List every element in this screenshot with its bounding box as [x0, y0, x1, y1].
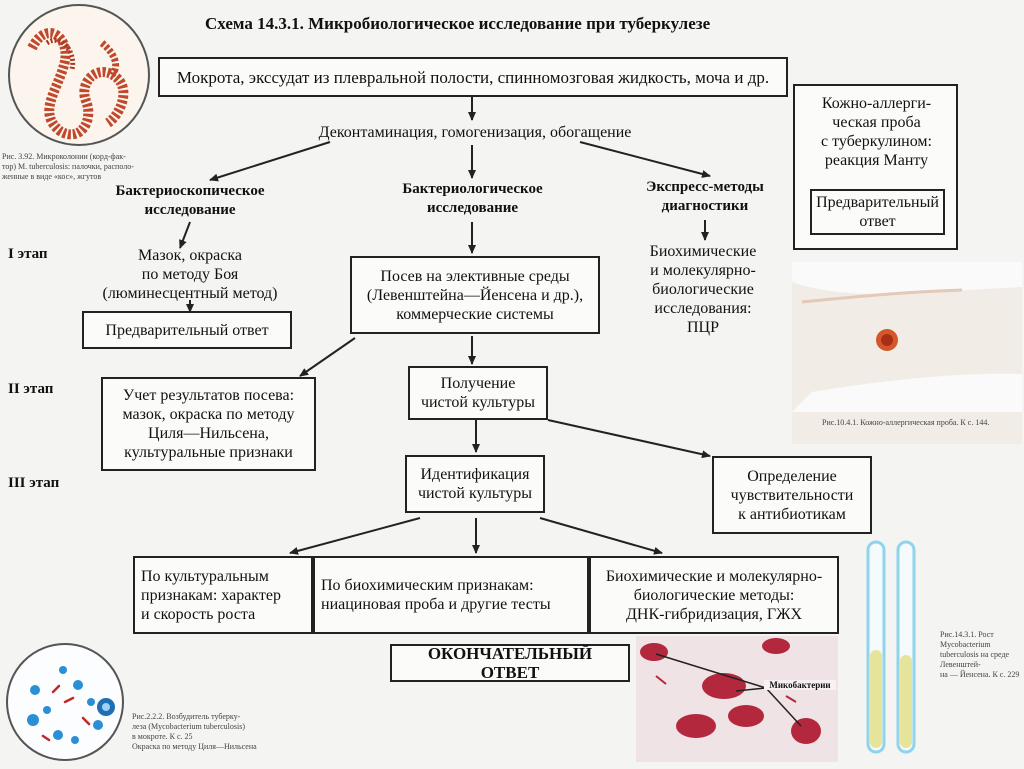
arrow-to-express: [579, 141, 711, 178]
stage-1-label: I этап: [8, 246, 48, 262]
cord-factor-caption: Рис. 3.92. Микроколонии (корд-фак- тор) …: [2, 152, 134, 181]
processing-label: Деконтаминация, гомогенизация, обогащени…: [318, 124, 632, 141]
skin-allergy-caption: Рис.10.4.1. Кожно-аллергическая проба. К…: [822, 418, 990, 427]
biochemical-method-box: По биохимическим признакам: ниациновая п…: [313, 556, 589, 634]
culture-results-box: Учет результатов посева: мазок, окраска …: [101, 377, 316, 471]
arrow-media-to-results: [299, 337, 356, 377]
cultural-method-box: По культуральным признакам: характер и с…: [133, 556, 313, 634]
arrow-microscopy-to-method: [179, 221, 191, 249]
microscopy-branch-title: Бактериоскопическое исследование: [115, 183, 265, 218]
sensitivity-box: Определение чувствительности к антибиоти…: [712, 456, 872, 534]
express-branch-title: Экспресс-методы диагностики: [646, 179, 764, 214]
skin-test-answer-box: Предварительный ответ: [810, 189, 945, 235]
culture-media-box: Посев на элективные среды (Левенштейна—Й…: [350, 256, 600, 334]
final-answer-box: ОКОНЧАТЕЛЬНЫЙ ОТВЕТ: [390, 644, 630, 682]
identification-box: Идентификация чистой культуры: [405, 455, 545, 513]
arrow-to-microscopy: [209, 141, 331, 182]
diagram-title: Схема 14.3.1. Микробиологическое исследо…: [205, 14, 711, 33]
arrow-pure-to-sensitivity: [547, 419, 711, 459]
test-tubes-caption: Рис.14.3.1. Рост Mycobacterium tuberculo…: [940, 630, 1020, 679]
culture-branch-title: Бактериологическое исследование: [402, 181, 543, 216]
preliminary-answer-box: Предварительный ответ: [82, 311, 292, 349]
stage-3-label: III этап: [8, 475, 60, 491]
microscopy-method-text: Мазок, окраска по методу Боя (люминесцен…: [102, 247, 278, 302]
skin-test-panel: Кожно-аллерги- ческая проба с туберкулин…: [793, 84, 958, 250]
stage-2-label: II этап: [8, 381, 54, 397]
cord-factor-image: [2, 3, 152, 151]
ziehl-neelsen-image: [3, 640, 127, 764]
express-methods-text: Биохимические и молекулярно- биологическ…: [649, 243, 757, 336]
test-tubes-photo: [858, 540, 936, 756]
arrow-to-molecular: [539, 517, 663, 555]
molecular-method-box: Биохимические и молекулярно- биологическ…: [589, 556, 839, 634]
skin-test-text: Кожно-аллерги- ческая проба с туберкулин…: [821, 95, 932, 169]
arrow-to-cultural: [289, 517, 421, 555]
specimen-box: Мокрота, экссудат из плевральной полости…: [158, 57, 788, 97]
pure-culture-box: Получение чистой культуры: [408, 366, 548, 420]
skin-allergy-photo: Рис.10.4.1. Кожно-аллергическая проба. К…: [792, 262, 1022, 444]
mycobacteria-photo: Микобактерии: [636, 636, 838, 762]
ziehl-neelsen-caption: Рис.2.2.2. Возбудитель туберку- леза (My…: [132, 712, 257, 751]
mycobacteria-label: Микобактерии: [764, 680, 836, 690]
